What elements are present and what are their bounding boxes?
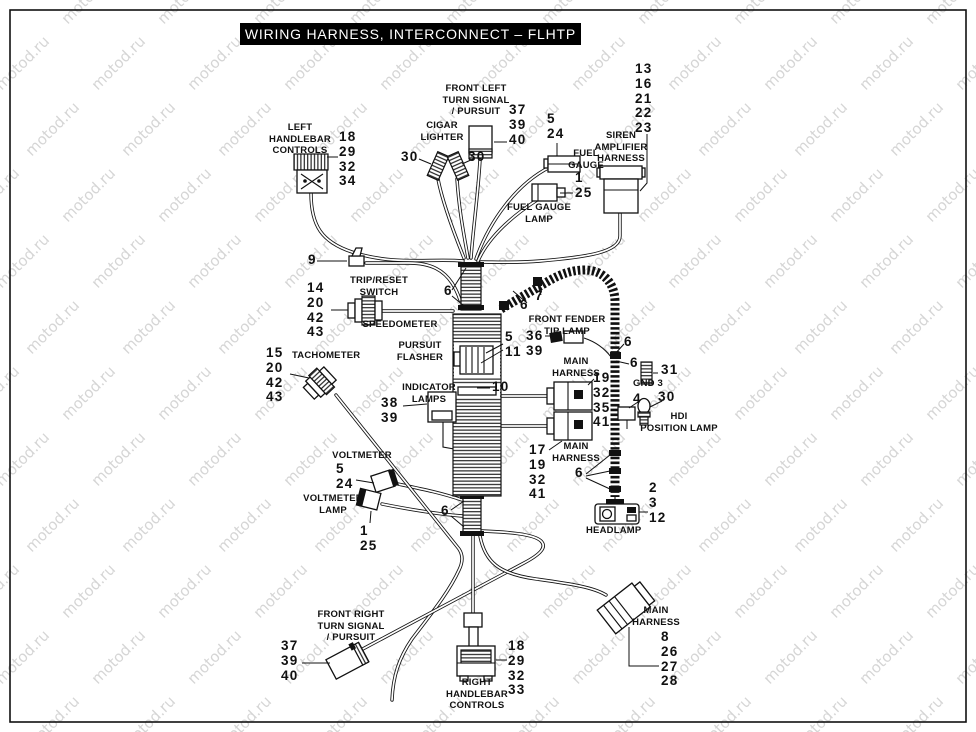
fuel-gauge-connector	[543, 155, 581, 173]
label-siren-amplifier-harness: SIREN AMPLIFIER HARNESS	[594, 130, 648, 164]
label-indicator-lamps: INDICATOR LAMPS	[402, 382, 456, 405]
callout-clamp-lower: 6	[441, 503, 450, 518]
callouts-main-harness-rear: 8 26 27 28	[661, 629, 679, 689]
hdi-position-lamp-icon	[637, 397, 651, 426]
callout-clamp-right-3: 6	[575, 465, 584, 480]
label-right-handlebar-controls: RIGHT HANDLEBAR CONTROLS	[446, 677, 508, 711]
interconnect-harness-block	[452, 313, 502, 497]
page-border	[9, 9, 967, 723]
label-speedometer: SPEEDOMETER	[362, 319, 438, 330]
label-front-left-turn-signal: FRONT LEFT TURN SIGNAL / PURSUIT	[442, 83, 510, 117]
ground-connector-icon	[617, 406, 636, 429]
leader-lines	[289, 134, 663, 667]
label-trip-reset-switch: TRIP/RESET SWITCH	[350, 275, 408, 298]
main-harness-rear-connector	[596, 581, 656, 635]
callouts-speedometer: 14 20 42 43	[307, 280, 325, 340]
speedometer-connector	[347, 295, 383, 326]
callouts-pursuit-flasher: 5 11	[505, 329, 522, 359]
label-fuel-gauge: FUEL GAUGE	[568, 148, 604, 171]
page-title: WIRING HARNESS, INTERCONNECT – FLHTP	[240, 23, 581, 45]
callouts-indicator-lamps: 38 39	[381, 395, 399, 425]
front-right-turn-signal-connector	[325, 641, 370, 681]
tachometer-connector	[302, 365, 338, 401]
right-conduit	[498, 265, 621, 497]
callouts-main-harness-lower: 17 19 32 41	[529, 442, 547, 502]
callouts-left-handlebar-controls: 18 29 32 34	[339, 129, 357, 189]
right-handlebar-connector	[456, 612, 496, 682]
voltmeter-lamp-connector	[355, 487, 382, 511]
callouts-main-harness-upper: 19 32 35 41	[593, 370, 611, 430]
callouts-headlamp: 2 3 12	[649, 480, 667, 525]
callout-clamp-upper: 6	[444, 283, 453, 298]
callouts-fuel-gauge: 5 24	[547, 111, 565, 141]
label-front-fender-tip-lamp: FRONT FENDER TIP LAMP	[528, 314, 606, 337]
ring-terminal-icon	[640, 361, 653, 385]
cigar-lighter-plugs	[426, 150, 470, 182]
label-left-handlebar-controls: LEFT HANDLEBAR CONTROLS	[269, 122, 331, 156]
lower-conduit	[460, 494, 484, 536]
label-ground: GND 3	[633, 378, 664, 389]
label-voltmeter: VOLTMETER	[332, 450, 392, 461]
callout-clamp-diagonal: 6	[520, 297, 529, 312]
callouts-right-handlebar-controls: 18 29 32 33	[508, 638, 526, 698]
front-fender-tip-lamp-icon	[549, 330, 584, 344]
label-headlamp: HEADLAMP	[586, 525, 642, 536]
callouts-tachometer: 15 20 42 43	[266, 345, 284, 405]
label-fuel-gauge-lamp: FUEL GAUGE LAMP	[506, 202, 572, 225]
label-pursuit-flasher: PURSUIT FLASHER	[396, 340, 444, 363]
callout-cigar-lighter-left: 30	[401, 149, 419, 164]
main-harness-lower-connector	[546, 411, 593, 441]
label-main-harness-lower: MAIN HARNESS	[552, 441, 600, 464]
callout-cigar-lighter-right: 30	[468, 149, 486, 164]
left-handlebar-connector	[293, 153, 329, 194]
pursuit-flasher-connector	[453, 345, 494, 375]
callout-ring-terminal: 31	[661, 362, 679, 377]
callout-ground-connector: 4	[633, 391, 642, 406]
indicator-lamps-connector	[427, 391, 457, 423]
main-harness-upper-connector	[546, 381, 593, 411]
callouts-siren-amplifier-harness: 13 16 21 22 23	[635, 61, 653, 136]
label-cigar-lighter: CIGAR LIGHTER	[420, 120, 464, 143]
voltmeter-connector	[369, 468, 399, 494]
callouts-front-left-turn-signal: 37 39 40	[509, 102, 527, 147]
upper-conduit	[458, 262, 484, 311]
callouts-fuel-gauge-lamp: 1 25	[575, 170, 593, 200]
label-main-harness-upper: MAIN HARNESS	[552, 356, 600, 379]
callout-clamp-right-1: 6	[624, 334, 633, 349]
callout-trip-reset-switch: 9	[308, 252, 317, 267]
headlamp-icon	[594, 497, 640, 525]
callout-clamp-right-2: 6	[630, 355, 639, 370]
label-voltmeter-lamp: VOLTMETER LAMP	[303, 493, 363, 516]
label-hdi-position-lamp: HDI POSITION LAMP	[640, 411, 718, 434]
label-front-right-turn-signal: FRONT RIGHT TURN SIGNAL / PURSUIT	[317, 609, 385, 643]
callouts-voltmeter: 5 24	[336, 461, 354, 491]
callout-conduit: 7	[535, 288, 544, 303]
callout-interconnect: 10	[492, 379, 510, 394]
label-tachometer: TACHOMETER	[292, 350, 361, 361]
callouts-front-right-turn-signal: 37 39 40	[281, 638, 299, 683]
callouts-voltmeter-lamp: 1 25	[360, 523, 378, 553]
callout-hdi-lamp: 30	[658, 389, 676, 404]
callouts-front-fender-tip-lamp: 36 39	[526, 328, 544, 358]
label-main-harness-rear: MAIN HARNESS	[632, 605, 680, 628]
wires	[309, 158, 622, 702]
siren-amplifier-connector	[596, 165, 646, 214]
front-left-turn-signal-connector	[468, 125, 493, 159]
trip-reset-switch-icon	[348, 247, 365, 267]
